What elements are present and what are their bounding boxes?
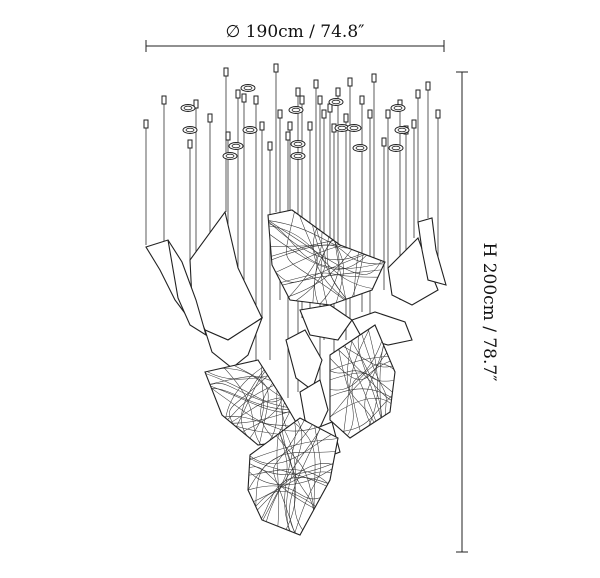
lamp-shades <box>145 209 447 536</box>
height-label: H 200cm / 78.7″ <box>479 242 499 381</box>
ceiling-caps <box>143 63 441 151</box>
shade-left-curl <box>167 239 207 337</box>
shade-middle-curl <box>285 329 323 391</box>
diameter-label: ∅ 190cm / 74.8″ <box>225 22 364 42</box>
height-dimension: H 200cm / 78.7″ <box>456 71 499 553</box>
shade-right-top <box>387 237 439 306</box>
shade-right-flag <box>417 217 447 286</box>
shade-top-center <box>267 209 386 306</box>
diameter-dimension: ∅ 190cm / 74.8″ <box>145 22 445 52</box>
shade-middle-fold <box>299 304 353 341</box>
ceiling-spotlights <box>180 84 410 160</box>
shade-center-small <box>299 379 329 433</box>
shade-left-fold <box>204 316 264 369</box>
